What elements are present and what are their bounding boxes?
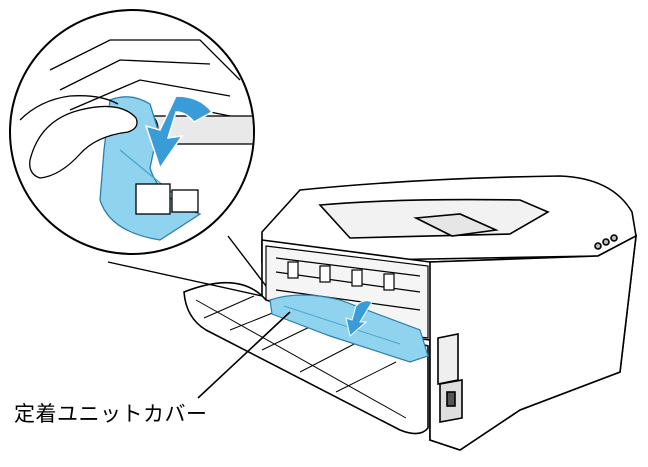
zoom-callout [10, 10, 266, 296]
fuser-unit-cover-label: 定着ユニットカバー [14, 398, 208, 428]
